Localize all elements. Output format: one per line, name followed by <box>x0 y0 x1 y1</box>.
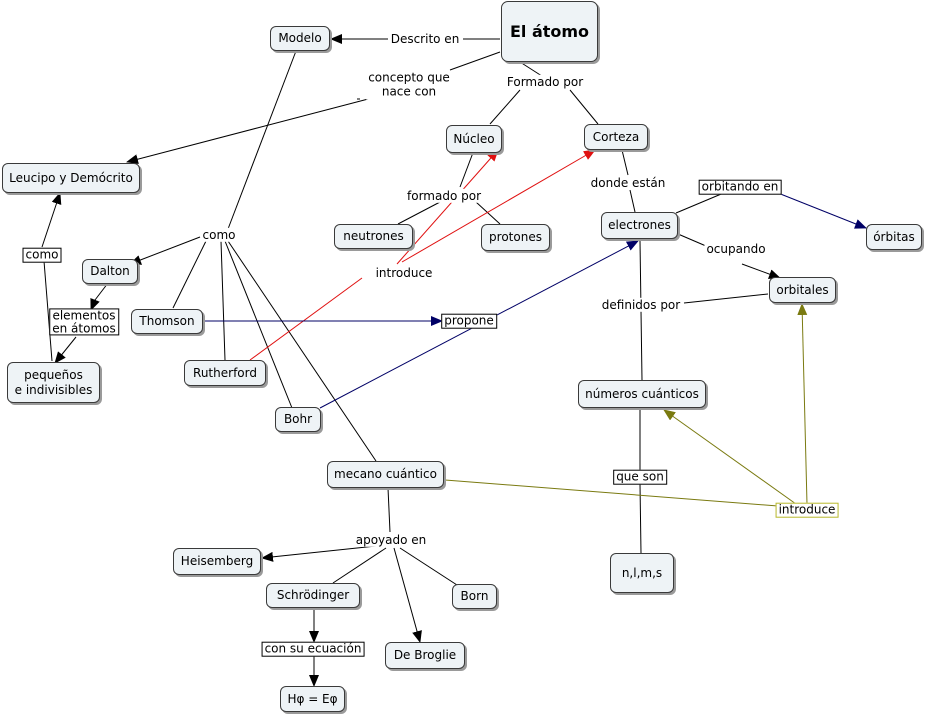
line-dalton-elementos <box>94 282 109 301</box>
node-orbitales[interactable]: orbitales <box>769 277 836 303</box>
node-dalton[interactable]: Dalton <box>82 259 138 284</box>
node-ecuacion[interactable]: Hφ = Eφ <box>280 686 345 712</box>
arrow-red-corteza <box>401 149 596 263</box>
line-formado-corteza <box>569 89 599 125</box>
node-electrones[interactable]: electrones <box>601 212 678 239</box>
arrow-olive-numeros <box>663 409 797 505</box>
node-corteza[interactable]: Corteza <box>584 124 648 150</box>
node-neutrones[interactable]: neutrones <box>334 224 413 249</box>
node-numeros-cuanticos[interactable]: números cuánticos <box>578 380 706 408</box>
line-como-rutherford <box>220 240 226 361</box>
arrow-red-nucleo <box>396 149 499 265</box>
line-red-rutherford <box>249 277 363 361</box>
label-con-su-ecuacion: con su ecuación <box>261 641 365 657</box>
node-pequenos-indivisibles[interactable]: pequeños e indivisibles <box>7 362 100 403</box>
line-nucleo-formado <box>459 149 475 188</box>
label-introduce-mecano: introduce <box>775 502 839 518</box>
arrow-como-leucipo <box>41 192 62 248</box>
label-formado-por-nucleo: formado por <box>405 188 483 204</box>
label-que-son: que son <box>613 469 667 485</box>
node-schrodinger[interactable]: Schrödinger <box>266 583 360 608</box>
node-bohr[interactable]: Bohr <box>275 407 321 432</box>
line-olive-mecano <box>444 479 779 507</box>
line-como-mecano <box>227 240 377 462</box>
node-thomson[interactable]: Thomson <box>131 309 203 334</box>
label-orbitando-en: orbitando en <box>698 179 782 195</box>
line-como-bohr <box>224 240 293 409</box>
node-protones[interactable]: protones <box>481 224 550 251</box>
label-propone: propone <box>441 313 497 329</box>
node-nucleo[interactable]: Núcleo <box>446 125 502 153</box>
line-modelo-como <box>227 50 297 230</box>
arrow-olive-orbitales <box>797 303 808 505</box>
label-ocupando: ocupando <box>704 241 768 257</box>
arrow-to-dalton <box>129 236 201 265</box>
arrow-to-leucipo <box>126 97 373 165</box>
label-definidos-por: definidos por <box>599 297 683 313</box>
line-pequenos-como <box>43 260 53 362</box>
line-apoyado-schrodinger <box>332 547 387 584</box>
label-descrito-en: Descrito en <box>388 31 462 47</box>
label-apoyado-en: apoyado en <box>353 532 429 548</box>
line-donde-electrones <box>629 189 636 213</box>
line-atomo-concepto <box>449 51 501 71</box>
node-leucipo-democrito[interactable]: Leucipo y Demócrito <box>2 163 140 193</box>
line-formado-neutrones <box>397 201 441 225</box>
arrow-to-elementos <box>90 297 100 311</box>
arrow-to-pequenos <box>54 336 77 364</box>
line-queson-nlms <box>639 483 642 554</box>
arrow-navy-orbitas <box>777 192 867 229</box>
line-electrones-orbitando <box>675 191 727 214</box>
arrow-to-orbitales <box>741 263 781 279</box>
line-formado-nucleo <box>489 89 521 125</box>
node-born[interactable]: Born <box>452 584 497 609</box>
node-orbitas[interactable]: órbitas <box>866 224 922 250</box>
label-como-modelos: como <box>200 227 238 243</box>
node-rutherford[interactable]: Rutherford <box>184 360 266 386</box>
line-apoyado-born <box>399 547 458 586</box>
node-modelo[interactable]: Modelo <box>270 26 330 51</box>
line-formado-protones <box>475 201 501 225</box>
node-el-atomo[interactable]: El átomo <box>501 1 598 62</box>
label-elementos-en-atomos: elementos en átomos <box>49 308 119 336</box>
label-concepto-que-nace-con: concepto que nace con <box>366 70 452 100</box>
line-como-thomson <box>172 240 207 309</box>
label-introduce-rutherford: introduce <box>373 265 435 281</box>
label-formado-por: Formado por <box>504 74 586 90</box>
line-mecano-apoyado <box>387 487 391 533</box>
arrow-to-debroglie <box>393 547 422 643</box>
node-heisemberg[interactable]: Heisemberg <box>173 548 261 575</box>
label-como-leucipo: como <box>22 247 62 263</box>
node-de-broglie[interactable]: De Broglie <box>385 642 465 669</box>
line-corteza-donde <box>621 149 629 176</box>
node-nlms[interactable]: n,l,m,s <box>610 553 674 593</box>
line-electrones-ocupando <box>677 233 707 247</box>
line-orbitales-definidos <box>683 293 769 304</box>
node-mecano-cuantico[interactable]: mecano cuántico <box>327 461 444 488</box>
label-donde-estan: donde están <box>588 175 668 191</box>
